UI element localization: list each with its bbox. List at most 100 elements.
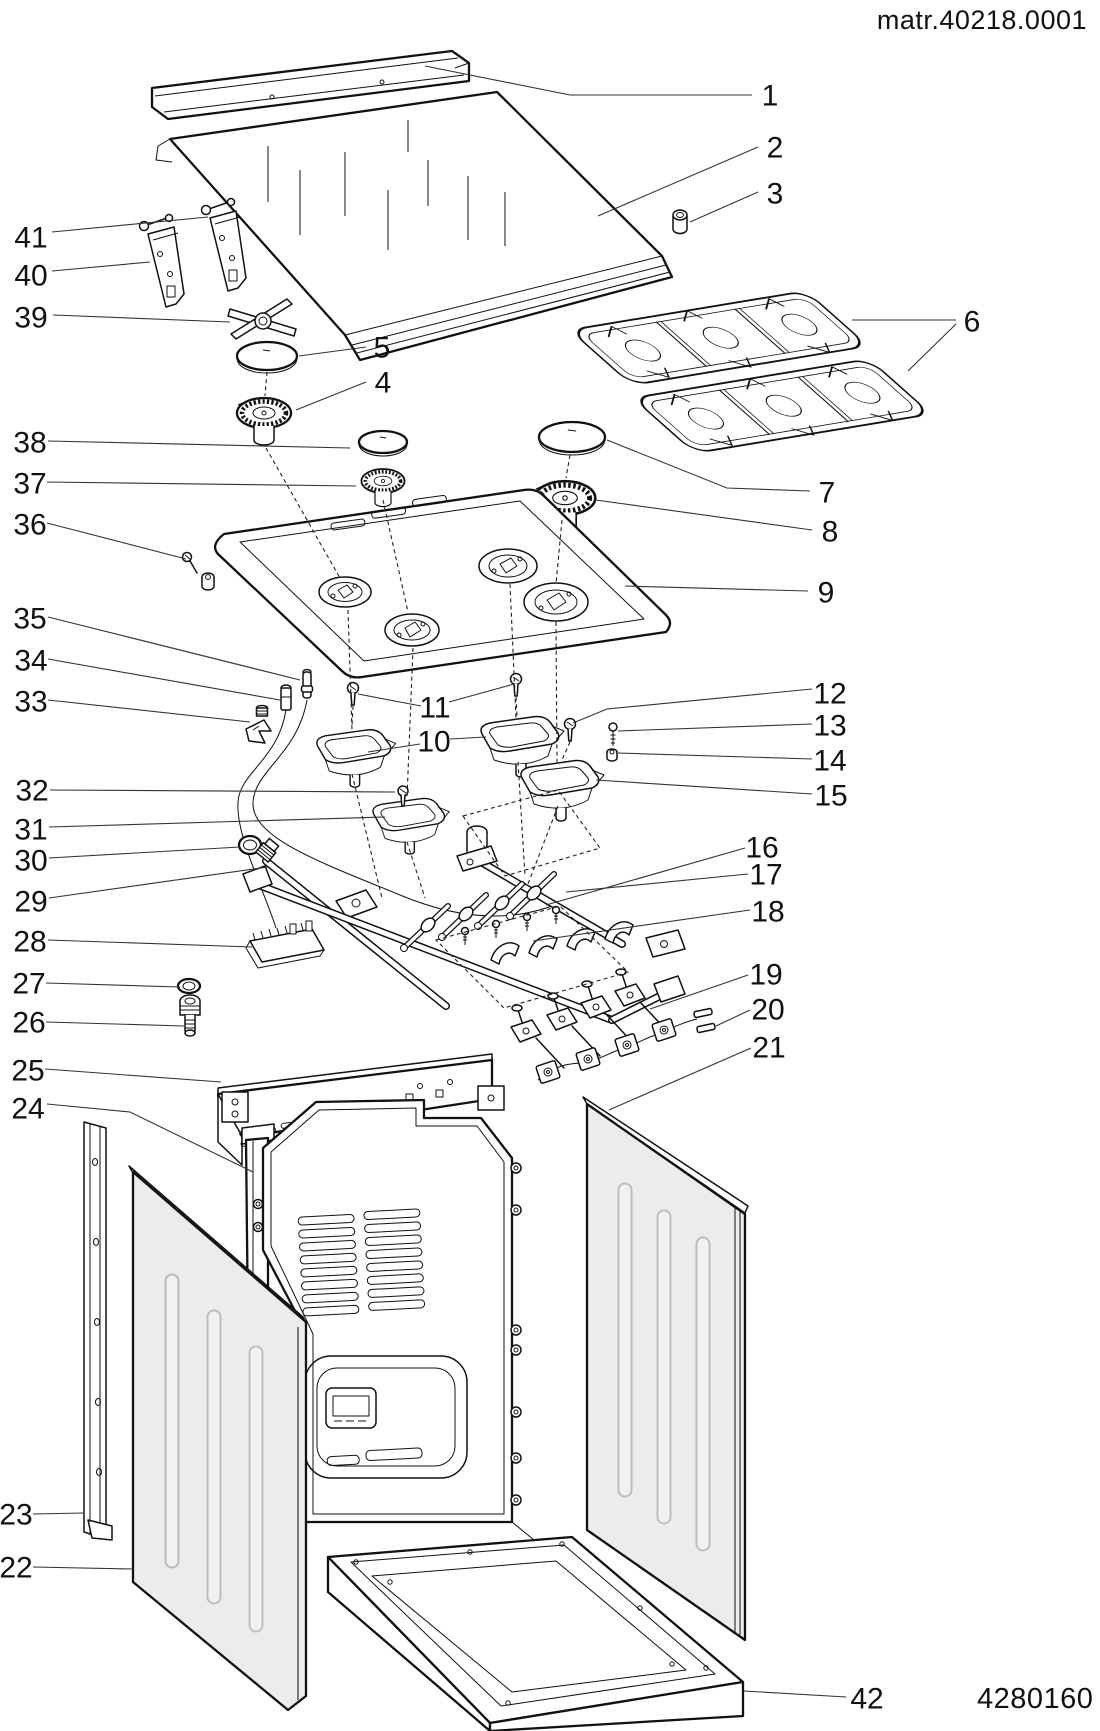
leader-line-41 [51,216,209,233]
callout-12: 12 [813,678,846,711]
callout-2: 2 [767,132,784,165]
callout-21: 21 [752,1032,785,1065]
leader-line-21 [608,1047,752,1111]
part-27-gasket [176,977,202,995]
callout-35: 35 [13,603,46,636]
leader-line-36 [46,522,187,560]
leader-line-6 [907,323,957,372]
leader-line-34 [47,658,281,701]
leader-line-32 [49,789,396,793]
leader-line-10 [449,736,487,740]
callout-41: 41 [14,222,47,255]
callout-38: 38 [13,427,46,460]
oven-back-panel [261,1098,557,1559]
leader-line-23 [32,1512,85,1515]
callout-31: 31 [14,814,47,847]
matricola-text: matr.40218.0001 [876,5,1087,35]
callout-15: 15 [814,780,847,813]
part-7-burner-cap [537,420,607,456]
part-35-thermocouple [252,668,558,917]
leader-line-13 [617,723,813,732]
part-29-gas-tube [255,837,450,1010]
callout-9: 9 [818,577,835,610]
part-18-screws-clips [460,905,634,965]
part-9-hob-top [213,488,672,679]
callout-29: 29 [14,886,47,919]
assembly-dashed-lines [264,371,630,1009]
callout-40: 40 [14,260,47,293]
leader-line-20 [715,1009,751,1027]
leader-line-9 [624,585,809,592]
callout-10: 10 [417,726,450,759]
part-26-union [179,994,201,1037]
leader-line-14 [616,752,813,760]
part-33-nut-clip [245,704,272,744]
callout-25: 25 [11,1055,44,1088]
leader-line-25 [44,1068,222,1083]
leader-line-26 [45,1021,185,1027]
leader-line-33 [47,699,251,723]
leader-line-29 [48,866,269,899]
leader-line-11 [448,683,515,703]
leader-line-39 [52,314,231,323]
part-6-grates [577,292,924,452]
leader-line-40 [51,261,151,272]
part-2-lid [155,90,674,362]
rear-mounting-plates [221,1085,505,1123]
callout-17: 17 [749,859,782,892]
callout-27: 27 [12,968,45,1001]
callout-1: 1 [762,80,779,113]
part-42-base-tray [326,1535,745,1731]
callout-11: 11 [419,692,450,725]
part-17-venturi-tubes [400,871,557,952]
leader-line-35 [47,616,301,681]
leader-line-19 [649,974,749,1010]
part-31-burner-cup [372,797,450,855]
part-28-terminal-block [245,920,325,969]
leader-line-7 [606,439,811,492]
leader-line-3 [689,191,759,223]
part-32-screw [397,785,409,807]
leader-line-27 [45,982,181,988]
callout-22: 22 [0,1552,33,1585]
part-4-burner-head [235,396,293,446]
leader-line-8 [595,499,813,531]
leader-line-22 [32,1566,134,1570]
part-16-manifold [242,825,686,1024]
part-36-screw [181,551,215,591]
leader-line-1 [424,65,752,96]
part-19-gas-taps [510,968,669,1069]
callout-34: 34 [14,645,47,678]
callout-30: 30 [14,845,47,878]
part-number-text: 4280160 [977,1683,1094,1715]
leader-line-24 [46,1103,254,1173]
part-3-cap [672,209,688,235]
leader-line-31 [48,816,386,828]
callout-42: 42 [850,1683,883,1716]
leader-line-17 [565,873,749,893]
part-40-41-hinges [138,197,247,308]
part-37-burner-head [360,468,406,508]
callout-36: 36 [13,509,46,542]
part-12-screw [563,717,577,742]
leader-line-5 [298,346,367,357]
callout-26: 26 [12,1007,45,1040]
leader-line-12 [572,688,813,724]
callout-24: 24 [11,1093,44,1126]
leader-line-42 [743,1690,847,1698]
part-11-screws [346,672,523,706]
callout-3: 3 [767,178,784,211]
part-14-nut [606,748,618,762]
leader-line-30 [48,846,241,859]
part-25-bracket [216,1053,494,1166]
leader-line-16 [545,847,746,906]
part-39-cross [227,298,297,340]
callout-33: 33 [14,686,47,719]
callout-8: 8 [822,516,839,549]
part-13-screw [608,722,618,746]
callout-7: 7 [819,477,836,510]
callout-19: 19 [749,959,782,992]
leader-line-11 [357,693,422,707]
part-21-right-panel [582,1096,749,1642]
